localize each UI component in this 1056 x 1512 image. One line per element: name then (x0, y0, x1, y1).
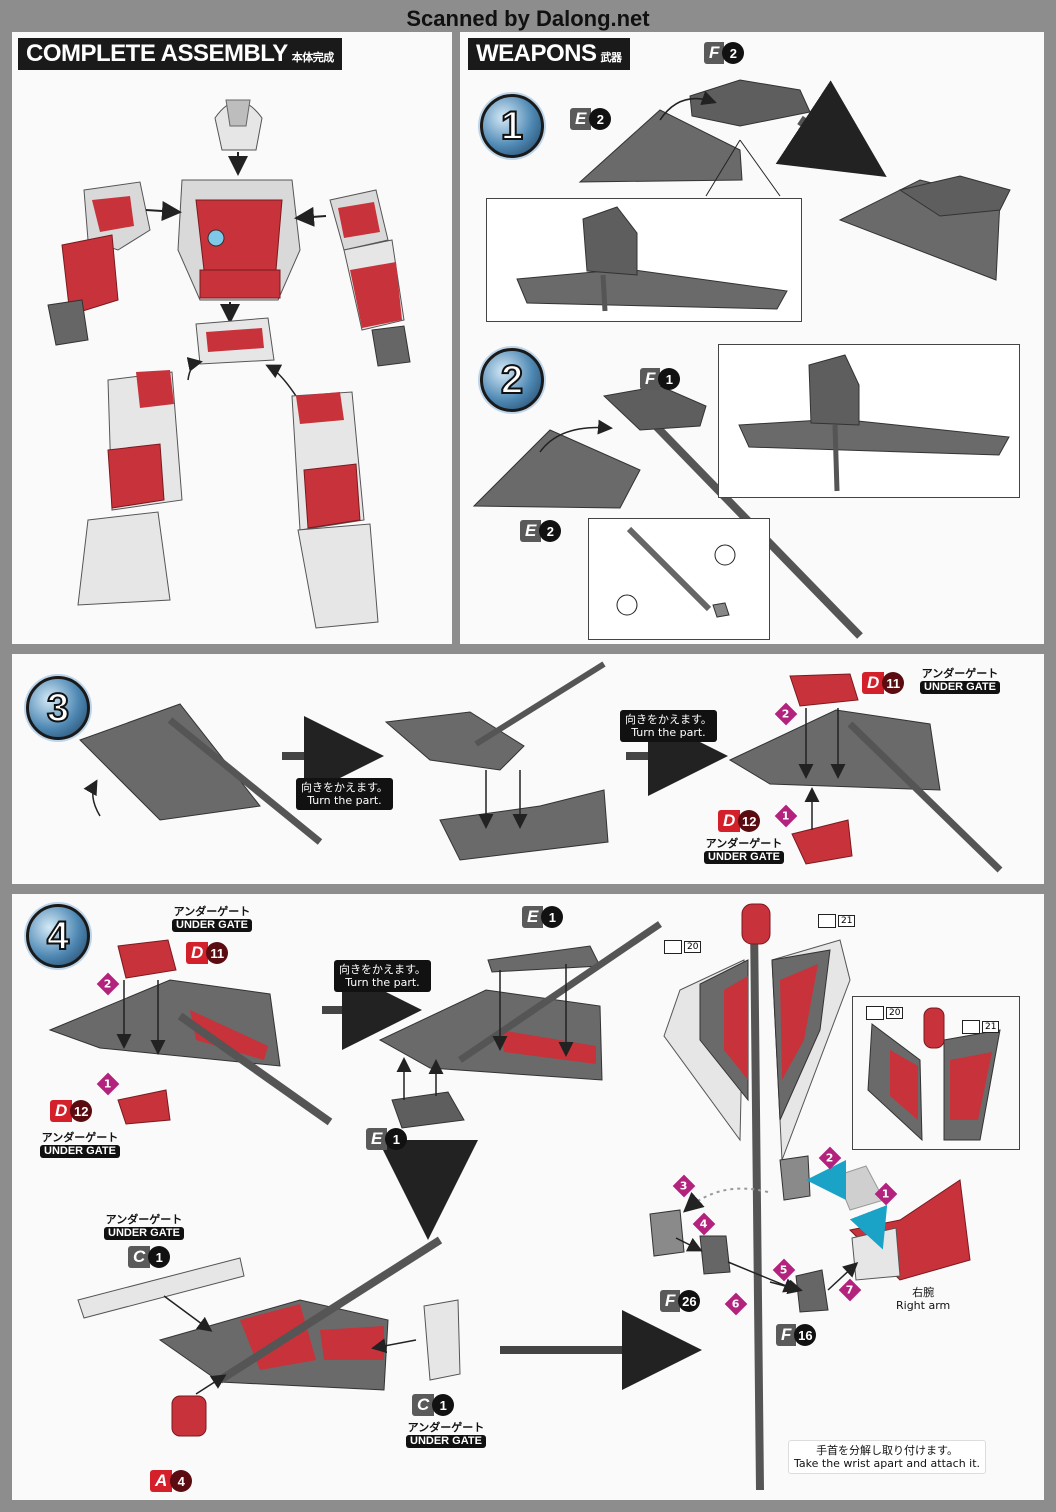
wrist-note: 手首を分解し取り付けます。Take the wrist apart and at… (788, 1440, 987, 1474)
axe-assembly (663, 903, 851, 1491)
step3-part-c (728, 673, 1003, 873)
step2-blade-part (472, 429, 641, 509)
step4-part-b (378, 921, 662, 1129)
step-1-badge: 1 (480, 94, 544, 158)
sticker-icon (664, 940, 682, 954)
step2-handle-part (602, 385, 707, 431)
turn-note: 向きをかえます。Turn the part. (334, 960, 431, 992)
step2-detail-inset (718, 344, 1020, 498)
sticker-icon (818, 914, 836, 928)
step-3-badge: 3 (26, 676, 90, 740)
step1-blade-part (578, 109, 743, 183)
robot-right-arm (329, 189, 411, 367)
robot-waist (195, 317, 275, 365)
robot-left-arm (47, 181, 151, 346)
axe-detail-inset (852, 996, 1020, 1150)
step1-detail-inset (486, 198, 802, 322)
step3-part-b (384, 661, 609, 861)
turn-note: 向きをかえます。Turn the part. (620, 710, 717, 742)
sticker-20: 20 (866, 1006, 904, 1020)
step-2-badge: 2 (480, 348, 544, 412)
step3-part-a (79, 703, 323, 845)
sticker-icon (866, 1006, 884, 1020)
turn-note: 向きをかえます。Turn the part. (296, 778, 393, 810)
step4-part-a (48, 939, 333, 1126)
sticker-21: 21 (962, 1020, 1000, 1034)
sticker-21: 21 (818, 914, 856, 928)
step1-result-part (838, 175, 1011, 281)
step1-handle-part (689, 79, 811, 127)
robot-head (214, 99, 263, 151)
axe-inset-drawing (867, 1007, 1001, 1142)
step4-part-c (77, 1236, 461, 1437)
sticker-icon (962, 1020, 980, 1034)
watermark: Scanned by Dalong.net (406, 6, 650, 31)
robot-torso (177, 179, 301, 301)
sticker-20: 20 (664, 940, 702, 954)
robot-left-leg (77, 370, 183, 606)
step2-gate-inset (588, 518, 770, 640)
step-4-badge: 4 (26, 904, 90, 968)
robot-right-leg (291, 391, 379, 629)
hand-parts (649, 1155, 971, 1313)
